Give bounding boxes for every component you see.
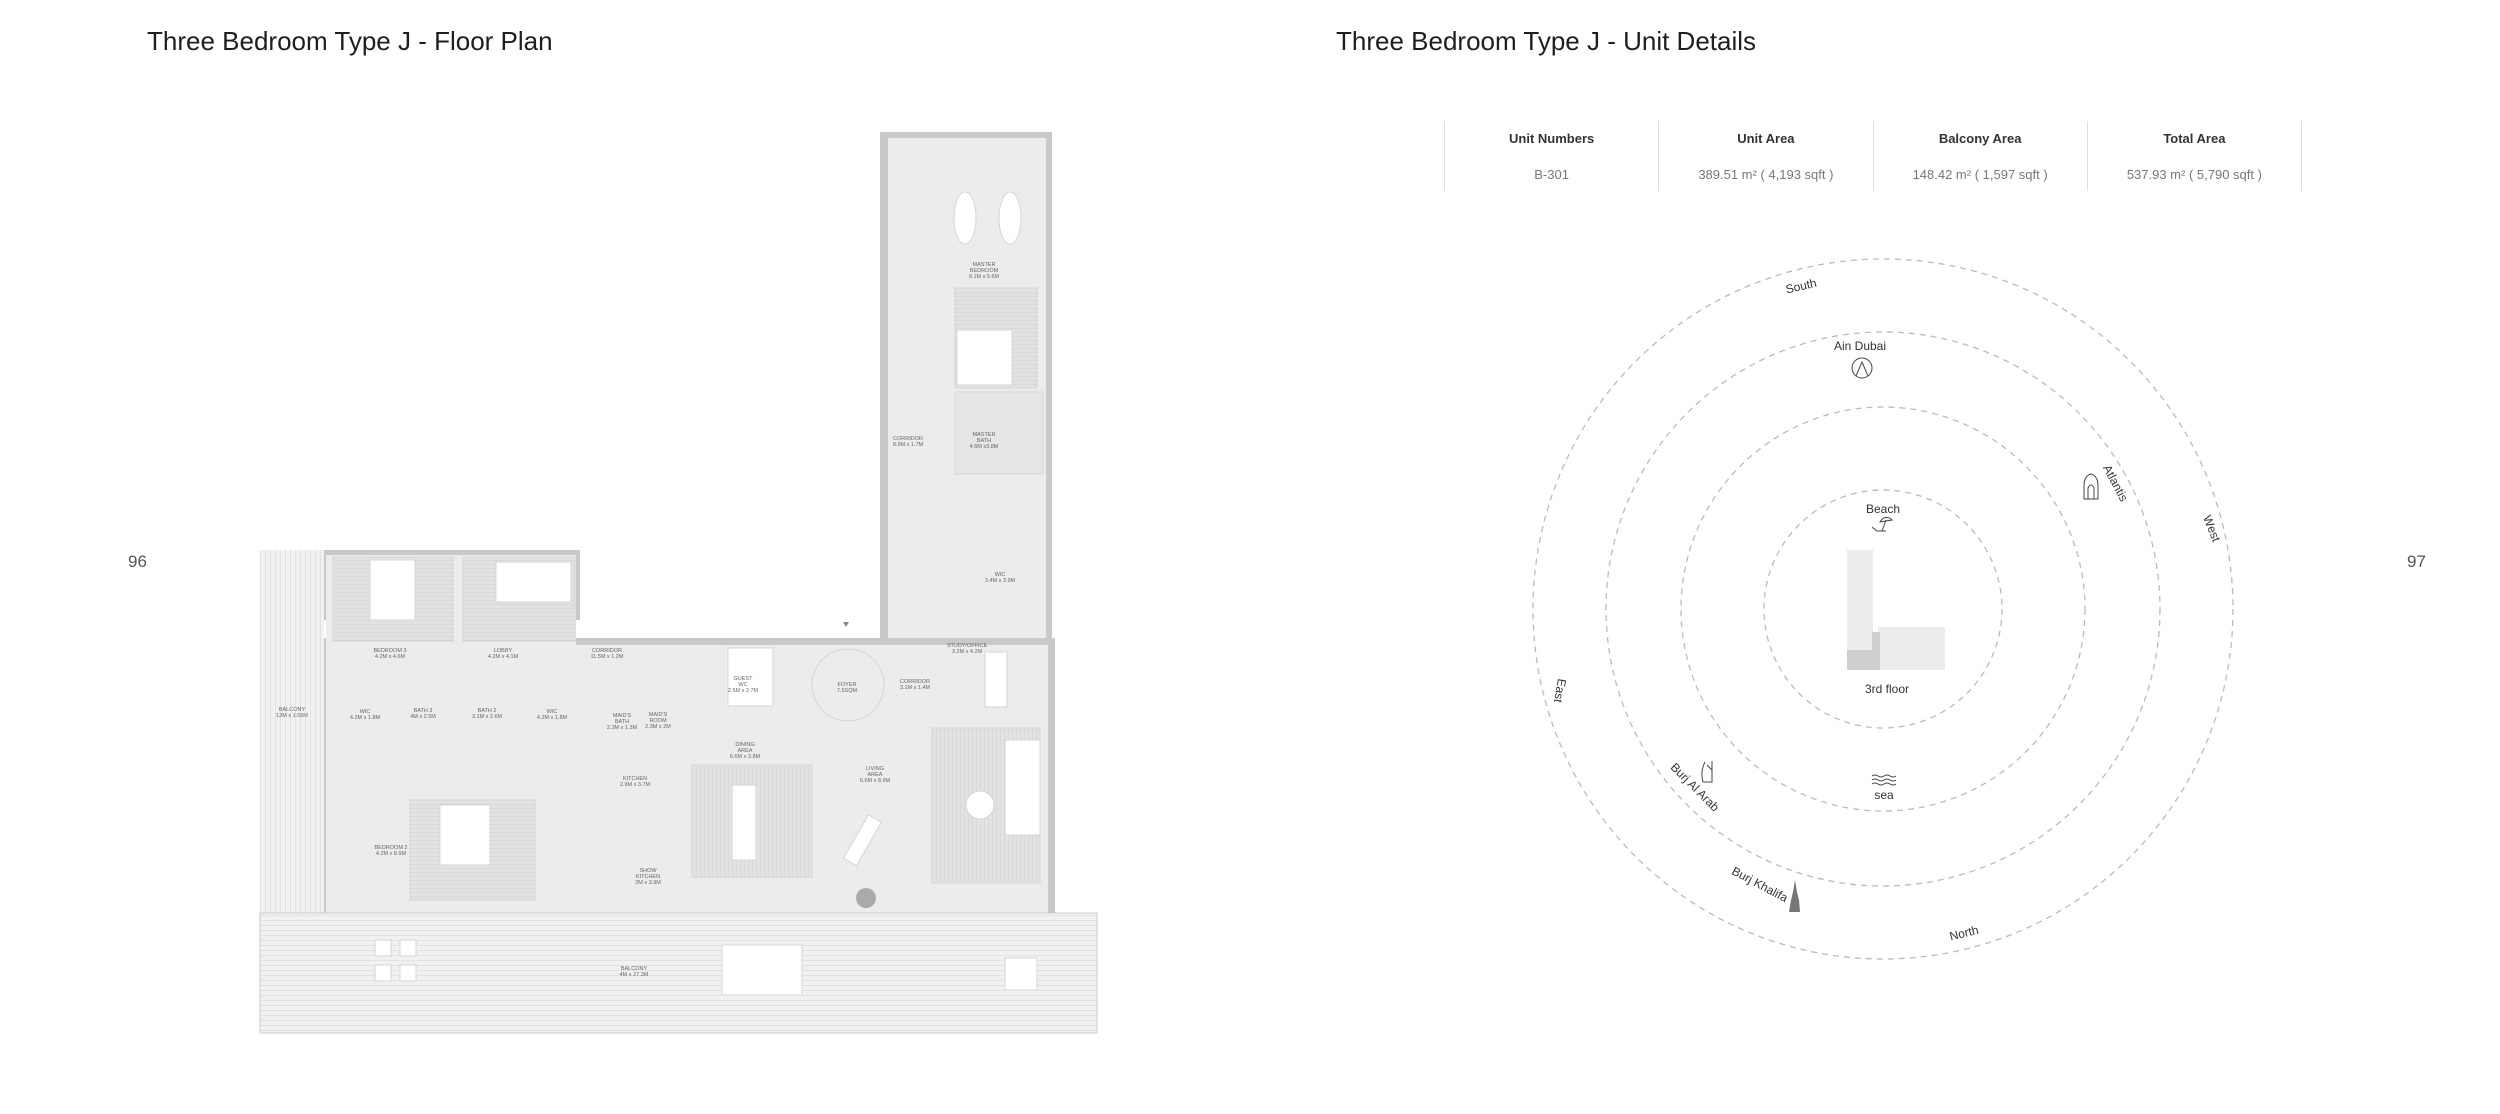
table-cell: 389.51 m² ( 4,193 sqft ) bbox=[1698, 167, 1834, 182]
orientation-diagram: 3rd floor South West East North Ain Duba… bbox=[1532, 258, 2234, 960]
direction-west: West bbox=[2200, 513, 2223, 544]
sea-waves-icon bbox=[1871, 774, 1897, 786]
landmark-beach: Beach bbox=[1866, 502, 1900, 516]
ring-inner bbox=[1763, 489, 2003, 729]
column-balcony-area: Balcony Area 148.42 m² ( 1,597 sqft ) bbox=[1872, 121, 2087, 191]
entrance-marker-icon bbox=[843, 622, 849, 627]
column-unit-area: Unit Area 389.51 m² ( 4,193 sqft ) bbox=[1658, 121, 1872, 191]
direction-east: East bbox=[1551, 678, 1569, 705]
unit-details-title: Three Bedroom Type J - Unit Details bbox=[1336, 26, 1757, 56]
ring-3 bbox=[1605, 331, 2161, 887]
landmark-sea: sea bbox=[1874, 788, 1894, 802]
landmark-burj-al-arab: Burj Al Arab bbox=[1668, 760, 1722, 814]
burj-khalifa-icon bbox=[1789, 880, 1800, 912]
atlantis-arch-icon bbox=[2083, 473, 2099, 500]
landmark-burj-khalifa: Burj Khalifa bbox=[1729, 864, 1790, 905]
ring-2 bbox=[1680, 406, 2086, 812]
direction-south: South bbox=[1784, 276, 1818, 297]
ferris-wheel-icon bbox=[1851, 357, 1873, 379]
page-number-right: 97 bbox=[2407, 552, 2426, 571]
table-cell: 537.93 m² ( 5,790 sqft ) bbox=[2126, 167, 2262, 182]
floor-label: 3rd floor bbox=[1865, 682, 1909, 696]
table-header: Unit Numbers bbox=[1509, 131, 1595, 146]
ring-outer bbox=[1532, 258, 2234, 960]
furniture bbox=[332, 191, 1044, 996]
table-cell: 148.42 m² ( 1,597 sqft ) bbox=[1912, 167, 2048, 182]
beach-umbrella-icon bbox=[1871, 516, 1894, 532]
column-total-area: Total Area 537.93 m² ( 5,790 sqft ) bbox=[2086, 121, 2302, 191]
landmark-atlantis: Atlantis bbox=[2100, 462, 2131, 503]
table-header: Total Area bbox=[2163, 131, 2226, 146]
landmark-ain-dubai: Ain Dubai bbox=[1834, 339, 1886, 353]
distance-rings bbox=[1532, 258, 2234, 960]
page-number-left: 96 bbox=[128, 552, 147, 571]
floor-plan-title: Three Bedroom Type J - Floor Plan bbox=[147, 26, 553, 56]
table-header: Unit Area bbox=[1737, 131, 1795, 146]
building-footprint bbox=[1847, 550, 1945, 670]
table-header: Balcony Area bbox=[1938, 131, 2022, 146]
burj-al-arab-icon bbox=[1701, 761, 1713, 783]
table-cell: B-301 bbox=[1534, 167, 1569, 182]
direction-north: North bbox=[1948, 923, 1980, 944]
